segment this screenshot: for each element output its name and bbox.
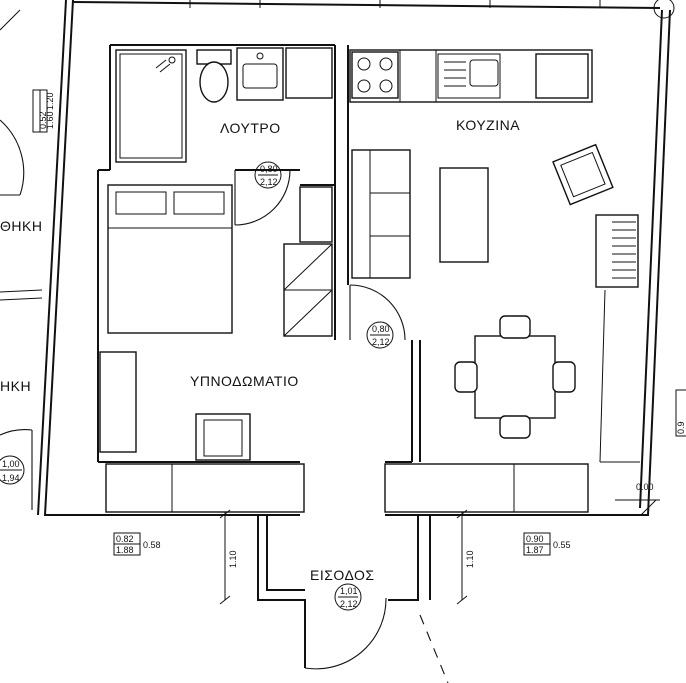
door-tag-bottom: 2,12 — [340, 599, 358, 609]
window-tag-side: 1.20 — [45, 92, 55, 110]
sofa — [351, 149, 411, 279]
window-tag-right-edge: 0.9 — [675, 389, 686, 437]
toilet — [199, 61, 229, 103]
kitchen-sink — [437, 53, 501, 99]
window-tag-bottom: 1.88 — [116, 545, 134, 555]
room-label-neighbor-bottom: ΗΚΗ — [0, 378, 31, 394]
desk — [99, 351, 137, 453]
corridor-dimension-right: 1.10 — [456, 509, 475, 605]
window-tag-bedroom: 0.82 1.88 0.58 — [113, 532, 161, 556]
bathroom-label: ΛΟΥΤΡΟ — [220, 120, 281, 136]
door-tag-top: 1,00 — [2, 459, 20, 469]
door-tag-top: 0,80 — [372, 324, 390, 334]
coffee-table — [439, 167, 489, 263]
exterior-walls — [0, 0, 671, 516]
kitchen-door-tag: 0,80 2,12 — [366, 321, 394, 349]
chair-bottom — [499, 415, 531, 439]
room-label-kitchen: ΚΟΥΖΙΝΑ — [456, 117, 520, 133]
armchair — [552, 143, 614, 206]
cooktop — [351, 51, 399, 99]
bedroom-window — [105, 463, 305, 513]
window-tag-left-wall: 0.52 1.60 1.20 — [32, 89, 55, 133]
chair-left — [454, 361, 478, 393]
dimension-text: 1.10 — [228, 550, 238, 568]
bathroom-fixtures — [115, 47, 333, 163]
dining-set — [454, 315, 576, 439]
shower-head-icon — [168, 56, 176, 64]
window-tag-top: 0.90 — [526, 534, 544, 544]
dimension-text: 1.10 — [465, 550, 475, 568]
sink-counter — [236, 47, 284, 101]
neighbor-door-tag: 1,00 1,94 — [0, 455, 25, 485]
kitchen-counter — [349, 49, 593, 103]
level-marker: 0.00 — [615, 482, 660, 516]
window-tag-side: 0.58 — [143, 540, 161, 550]
door-tag-top: 0,80 — [260, 164, 278, 174]
door-tag-bottom: 1,94 — [2, 473, 20, 483]
fridge — [535, 53, 589, 99]
bedroom-armchair — [195, 413, 251, 461]
kitchen-door — [349, 284, 406, 341]
interior-walls — [97, 44, 640, 463]
window-tag-top: 0.82 — [116, 534, 134, 544]
room-label-entrance: ΕΙΣΟΔΟΣ — [310, 567, 375, 583]
dining-table — [474, 335, 556, 419]
door-tag-top: 1,01 — [340, 586, 358, 596]
room-label-bathroom: ΛΟΥΤΡΟ — [220, 120, 281, 136]
door-tag-bottom: 2,12 — [260, 177, 278, 187]
level-text: 0.00 — [636, 482, 654, 492]
chair-right — [552, 361, 576, 393]
corridor-dimension-left: 1.10 — [219, 509, 238, 605]
room-label-neighbor-top: ΘΗΚΗ — [0, 218, 42, 234]
chair-top — [499, 315, 531, 339]
top-neighbor-strip — [189, 0, 675, 19]
window-tag-bottom: 1.87 — [526, 545, 544, 555]
entrance-door-tag: 1,01 2,12 — [334, 583, 362, 611]
window-tag-side: 0.55 — [553, 540, 571, 550]
wardrobe — [283, 186, 333, 337]
bathroom-door-tag: 0,80 2,12 — [254, 161, 282, 189]
staircase — [595, 214, 639, 288]
shower-tray — [115, 49, 187, 163]
door-tag-bottom: 2,12 — [372, 337, 390, 347]
double-bed — [107, 184, 233, 334]
entrance-corridor — [257, 515, 449, 683]
window-tag-top: 0.52 — [38, 111, 48, 129]
bathroom-door — [234, 169, 291, 226]
kitchen-window — [384, 463, 589, 513]
window-tag-value: 0.9 — [676, 421, 686, 434]
window-tag-kitchen: 0.90 1.87 0.55 — [523, 532, 571, 556]
window-tag-bottom: 1.60 — [45, 111, 55, 129]
room-label-bedroom: ΥΠΝΟΔΩΜΑΤΙΟ — [190, 373, 299, 389]
neighbor-doors — [0, 119, 33, 510]
washing-machine — [285, 47, 333, 99]
